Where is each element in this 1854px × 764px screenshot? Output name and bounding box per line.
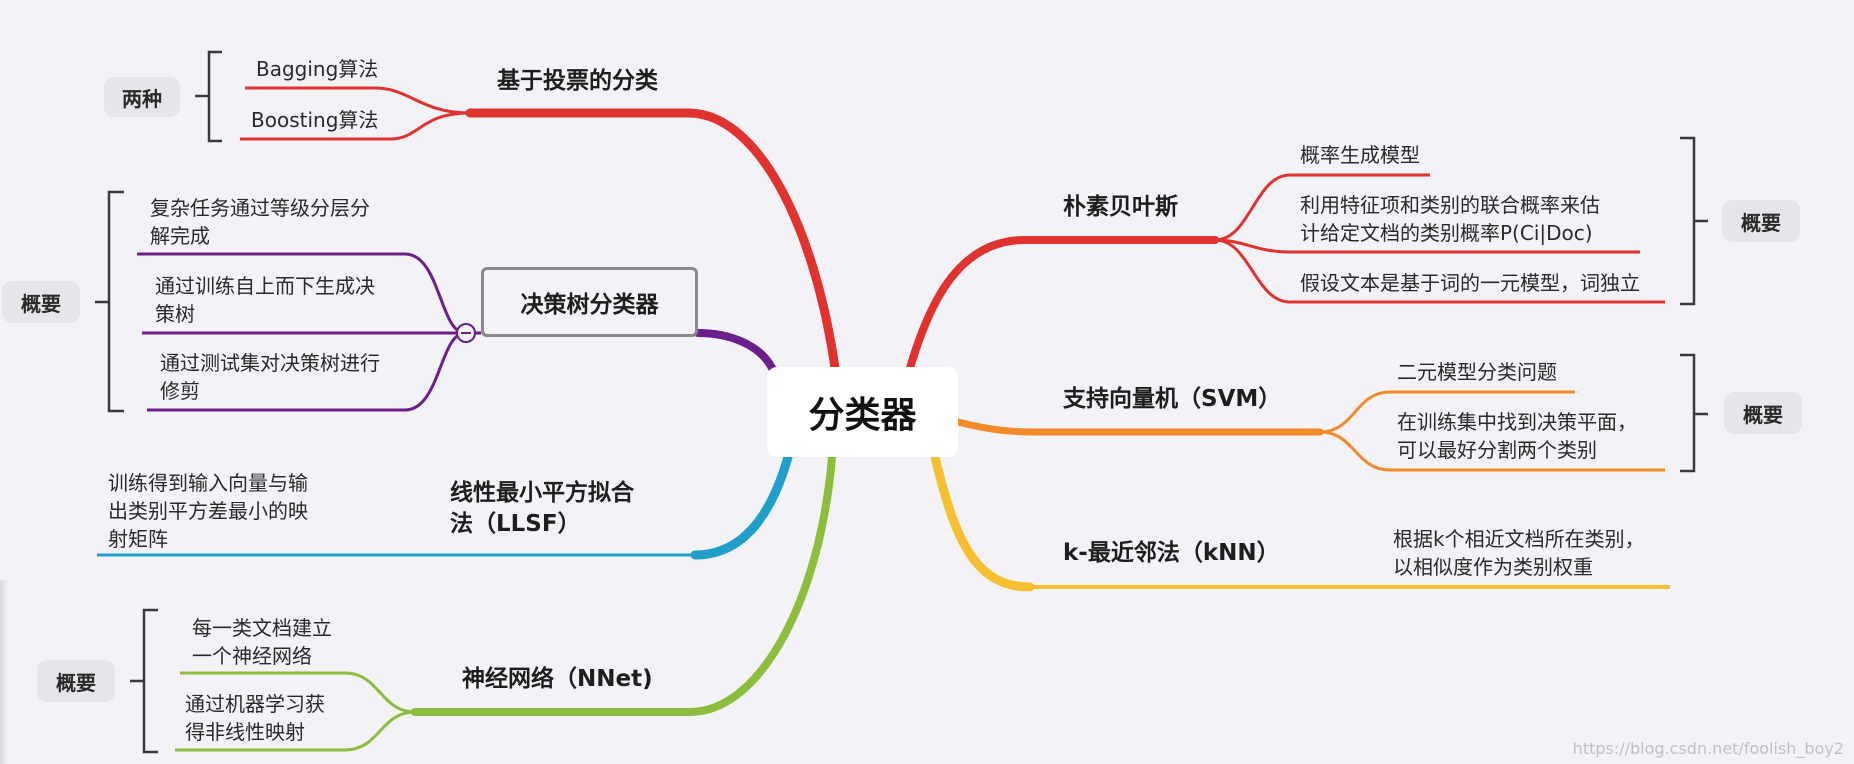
subtopic-dt-3-line1[interactable]: 通过测试集对决策树进行: [160, 351, 380, 375]
subtopic-dt-2-line1[interactable]: 通过训练自上而下生成决: [155, 274, 375, 298]
bracket-svm: [1680, 353, 1708, 473]
subtopic-svm-1[interactable]: 二元模型分类问题: [1397, 360, 1557, 384]
sub-line-bayes-1: [1214, 173, 1430, 242]
summary-svm[interactable]: 概要: [1724, 392, 1802, 434]
sub-line-svm-1: [1319, 390, 1575, 434]
topic-llsf-line2[interactable]: 法（LLSF）: [450, 511, 581, 537]
branch-line-bayes: [906, 236, 1219, 372]
topic-svm[interactable]: 支持向量机（SVM）: [1063, 386, 1282, 412]
subtopic-bayes-1[interactable]: 概率生成模型: [1300, 143, 1420, 167]
bracket-voting: [195, 50, 222, 143]
topic-llsf-line1[interactable]: 线性最小平方拟合: [450, 480, 634, 506]
bracket-bayes: [1680, 136, 1708, 306]
subtopic-llsf-line1[interactable]: 训练得到输入向量与输: [108, 471, 308, 495]
subtopic-bayes-2-line2[interactable]: 计给定文档的类别概率P(Ci|Doc): [1300, 221, 1593, 245]
topic-decision-tree[interactable]: 决策树分类器: [481, 267, 698, 337]
topic-bayes[interactable]: 朴素贝叶斯: [1063, 194, 1178, 220]
sub-line-bagging: [245, 86, 471, 115]
subtopic-nnet-2-line1[interactable]: 通过机器学习获: [185, 692, 325, 716]
subtopic-bayes-2-line1[interactable]: 利用特征项和类别的联合概率来估: [1300, 193, 1600, 217]
sub-line-svm-2: [1319, 430, 1665, 472]
watermark: https://blog.csdn.net/foolish_boy2: [1572, 739, 1844, 758]
branch-line-svm: [954, 418, 1324, 436]
sub-line-boosting: [240, 111, 471, 141]
branch-line-llsf-thick: [690, 452, 793, 560]
sub-line-nnet-1: [180, 671, 416, 714]
subtopic-bagging[interactable]: Bagging算法: [256, 57, 379, 81]
subtopic-svm-2-line2[interactable]: 可以最好分割两个类别: [1397, 438, 1597, 462]
subtopic-nnet-2-line2[interactable]: 得非线性映射: [185, 720, 305, 744]
subtopic-bayes-3[interactable]: 假设文本是基于词的一元模型，词独立: [1300, 271, 1640, 295]
topic-nnet[interactable]: 神经网络（NNet): [462, 666, 653, 692]
subtopic-nnet-1-line1[interactable]: 每一类文档建立: [192, 616, 332, 640]
topic-voting[interactable]: 基于投票的分类: [497, 68, 658, 94]
subtopic-knn-line1[interactable]: 根据k个相近文档所在类别，: [1393, 527, 1645, 551]
bracket-decision-tree: [95, 190, 124, 413]
sub-line-nnet-2: [175, 710, 416, 752]
summary-nnet[interactable]: 概要: [37, 660, 115, 702]
subtopic-svm-2-line1[interactable]: 在训练集中找到决策平面，: [1397, 410, 1637, 434]
subtopic-knn-line2[interactable]: 以相似度作为类别权重: [1393, 555, 1593, 579]
subtopic-dt-1-line1[interactable]: 复杂任务通过等级分层分: [150, 196, 370, 220]
subtopic-dt-1-line2[interactable]: 解完成: [150, 224, 210, 248]
bracket-nnet: [130, 608, 158, 754]
subtopic-dt-3-line2[interactable]: 修剪: [160, 379, 200, 403]
sub-line-bayes-3: [1214, 238, 1665, 304]
center-node[interactable]: 分类器: [767, 367, 958, 457]
subtopic-boosting[interactable]: Boosting算法: [251, 108, 379, 132]
subtopic-llsf-line3[interactable]: 射矩阵: [108, 527, 168, 551]
summary-decision-tree[interactable]: 概要: [2, 281, 80, 323]
summary-bayes[interactable]: 概要: [1722, 200, 1800, 242]
branch-line-voting: [465, 108, 840, 373]
topic-knn[interactable]: k-最近邻法（kNN）: [1063, 540, 1280, 566]
subtopic-llsf-line2[interactable]: 出类别平方差最小的映: [108, 499, 308, 523]
branch-line-knn-thick: [930, 452, 1035, 592]
edge-shadow: [0, 580, 8, 764]
branch-line-nnet: [411, 453, 836, 716]
branch-line-decision-tree: [694, 329, 776, 372]
summary-voting[interactable]: 两种: [104, 77, 180, 117]
subtopic-dt-2-line2[interactable]: 策树: [155, 302, 195, 326]
subtopic-nnet-1-line2[interactable]: 一个神经网络: [192, 644, 312, 668]
